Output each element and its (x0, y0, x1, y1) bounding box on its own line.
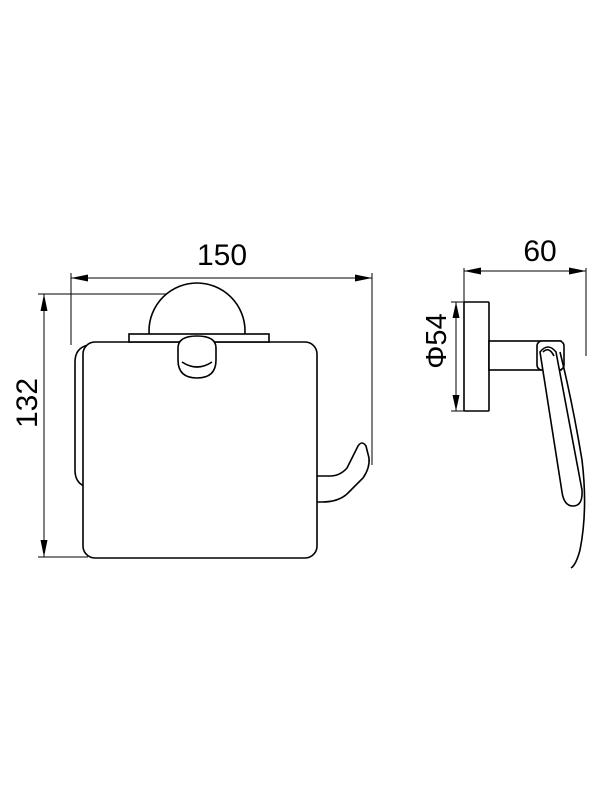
hinge-knob (177, 335, 217, 379)
paper-arm-side (539, 346, 583, 507)
front-view: 150 132 (11, 239, 373, 559)
height-arrow-top (40, 294, 48, 311)
side-view: 60 Φ54 (421, 235, 587, 569)
diameter-dimension: Φ54 (421, 301, 478, 412)
diameter-dimension-label: Φ54 (421, 313, 453, 368)
paper-arm-side-detail (542, 348, 555, 357)
diameter-arrow-top (452, 302, 460, 318)
depth-arrow-left (464, 267, 481, 275)
hinge-knob-detail (181, 361, 213, 368)
depth-dimension-label: 60 (523, 235, 556, 268)
wall-base (463, 301, 490, 412)
width-arrow-right (355, 274, 372, 282)
cover-edge (559, 351, 586, 569)
depth-arrow-right (569, 267, 586, 275)
width-arrow-left (71, 274, 88, 282)
height-dimension-label: 132 (11, 378, 44, 428)
width-dimension: 150 (70, 239, 373, 465)
height-dimension: 132 (11, 293, 168, 558)
depth-dimension: 60 (463, 235, 587, 356)
height-arrow-bottom (40, 540, 48, 557)
back-plate-edge (74, 344, 89, 487)
diameter-arrow-bottom (452, 395, 460, 411)
width-dimension-label: 150 (197, 239, 247, 272)
paper-arm (311, 442, 370, 503)
